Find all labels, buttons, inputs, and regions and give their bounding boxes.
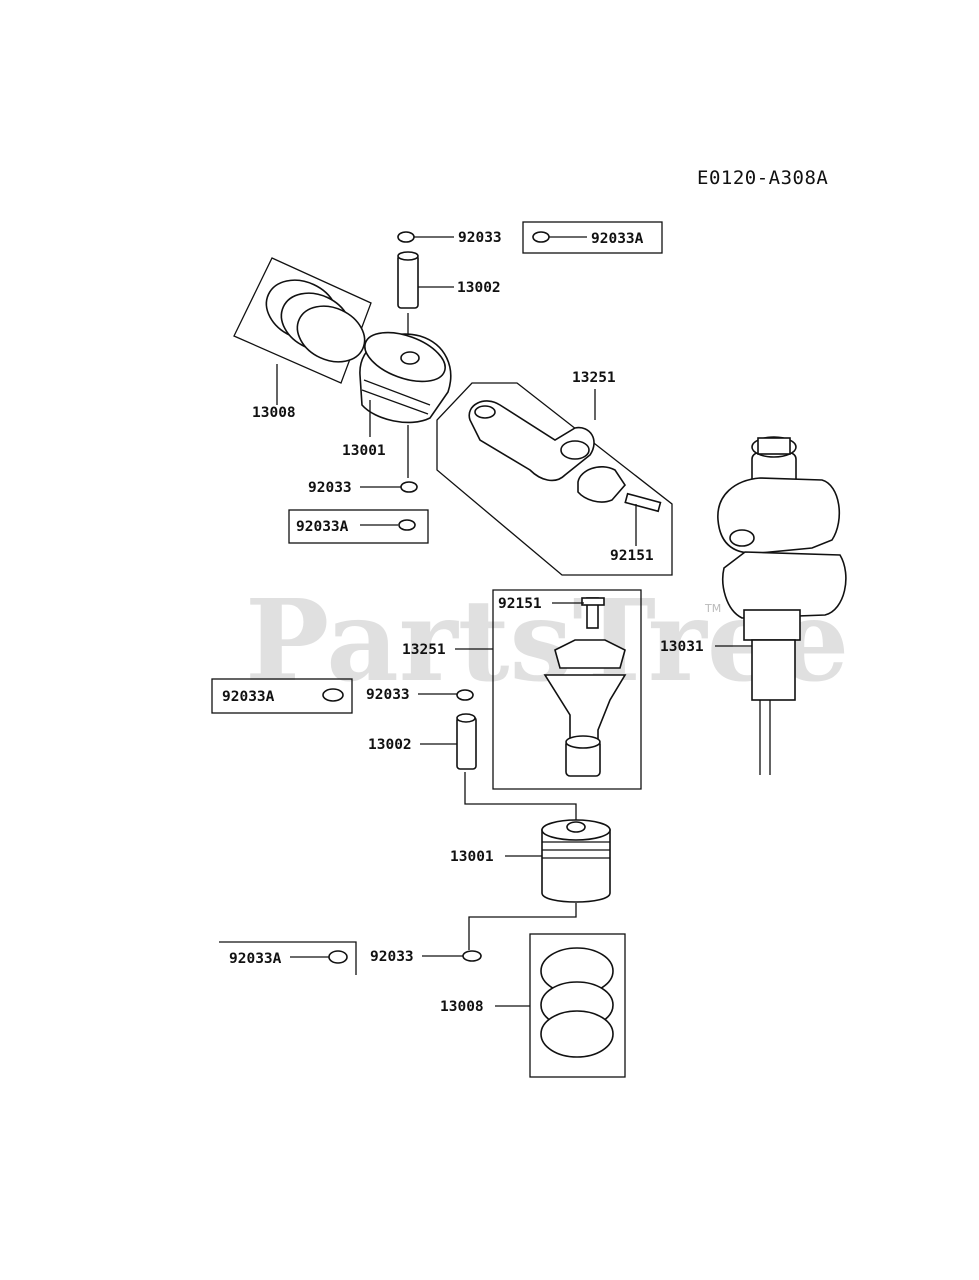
- part-label-top-rings[interactable]: 13008: [252, 405, 296, 421]
- part-label-lower-bolt[interactable]: 92151: [498, 596, 542, 612]
- lower-piston-part[interactable]: [468, 819, 611, 950]
- part-label-top-clip[interactable]: 92033: [458, 230, 502, 246]
- top-piston-part[interactable]: [358, 323, 452, 478]
- part-label-top-pin[interactable]: 13002: [457, 280, 501, 296]
- part-label-upper-lower-clip-alt[interactable]: 92033A: [296, 519, 349, 535]
- mid-circlip-part[interactable]: [418, 689, 474, 701]
- part-label-lower-piston[interactable]: 13001: [450, 849, 494, 865]
- top-piston-rings-part[interactable]: [233, 257, 374, 405]
- top-circlip-part[interactable]: [397, 231, 454, 243]
- part-label-lower-rod[interactable]: 13251: [402, 642, 446, 658]
- part-label-upper-lower-clip[interactable]: 92033: [308, 480, 352, 496]
- watermark-trademark: TM: [704, 602, 721, 615]
- bottom-clip-alt-box[interactable]: [219, 941, 357, 975]
- bottom-piston-rings-part[interactable]: [495, 933, 626, 1078]
- part-label-top-bolt[interactable]: 92151: [610, 548, 654, 564]
- part-label-mid-pin[interactable]: 13002: [368, 737, 412, 753]
- top-clip-alt-box[interactable]: [522, 221, 663, 254]
- part-label-bottom-rings[interactable]: 13008: [440, 999, 484, 1015]
- upper-lower-circlip-part[interactable]: [360, 481, 418, 493]
- part-label-bottom-clip-alt[interactable]: 92033A: [229, 951, 282, 967]
- part-label-mid-clip-alt[interactable]: 92033A: [222, 689, 275, 705]
- part-label-top-clip-alt[interactable]: 92033A: [591, 231, 644, 247]
- lower-connecting-rod-part[interactable]: [455, 589, 642, 790]
- part-label-top-rod[interactable]: 13251: [572, 370, 616, 386]
- top-connecting-rod-part[interactable]: [436, 382, 673, 576]
- part-label-crankshaft[interactable]: 13031: [660, 639, 704, 655]
- crankshaft-part[interactable]: [715, 436, 847, 775]
- top-piston-pin-part[interactable]: [397, 251, 454, 345]
- part-label-mid-clip[interactable]: 92033: [366, 687, 410, 703]
- diagram-code: E0120-A308A: [697, 167, 828, 189]
- bottom-circlip-part[interactable]: [422, 950, 482, 962]
- part-label-top-piston[interactable]: 13001: [342, 443, 386, 459]
- mid-piston-pin-part[interactable]: [420, 713, 577, 823]
- part-label-bottom-clip[interactable]: 92033: [370, 949, 414, 965]
- upper-lower-clip-alt-box[interactable]: [288, 509, 429, 544]
- mid-clip-alt-box[interactable]: [211, 678, 353, 714]
